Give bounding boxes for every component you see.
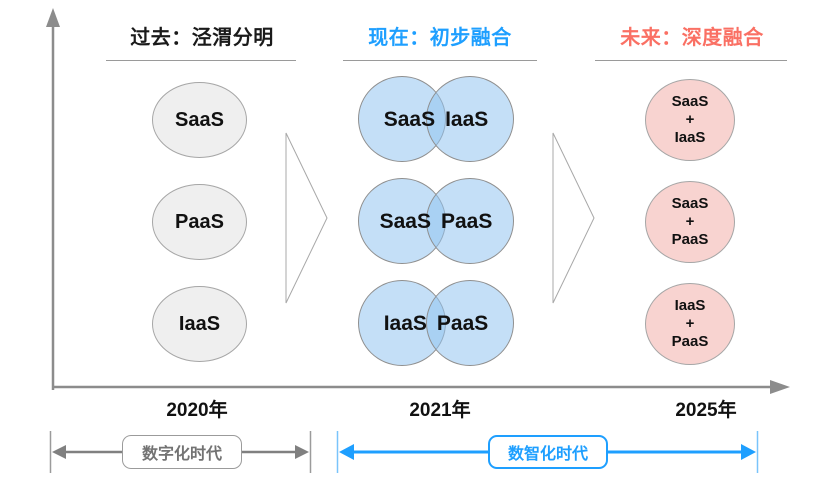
- venn-label-right: IaaS: [445, 108, 489, 131]
- year-label-2021: 2021年: [409, 400, 471, 421]
- merged-line-2: PaaS: [671, 333, 709, 350]
- venn-pair-iaas-paas: IaaS PaaS: [358, 280, 514, 368]
- merged-label: SaaS + IaaS: [672, 93, 709, 147]
- digital-intelligence-era-arrowhead-left-icon: [339, 444, 354, 460]
- digital-intelligence-era-box: 数智化时代: [488, 435, 608, 469]
- column-header-present: 现在：初步融合: [368, 27, 512, 49]
- venn-pair-label: IaaS PaaS: [358, 280, 514, 368]
- merged-line-plus: +: [685, 315, 695, 332]
- merged-line-2: PaaS: [671, 231, 709, 248]
- merged-line-1: SaaS: [671, 195, 709, 212]
- transition-triangle-right-icon: [552, 132, 595, 304]
- column-header-past: 过去：泾渭分明: [130, 27, 274, 49]
- venn-label-left: SaaS: [383, 108, 436, 131]
- digital-era-arrowhead-right-icon: [295, 445, 309, 459]
- merged-line-2: IaaS: [674, 129, 706, 146]
- venn-label-left: SaaS: [379, 210, 431, 233]
- past-circle-saas: SaaS: [152, 82, 247, 158]
- future-circle-iaas-paas: IaaS + PaaS: [645, 283, 735, 365]
- transition-triangle-left-icon: [285, 132, 328, 304]
- future-circle-saas-iaas: SaaS + IaaS: [645, 79, 735, 161]
- venn-pair-label: SaaS IaaS: [358, 76, 514, 164]
- x-axis-arrowhead-icon: [770, 380, 790, 394]
- venn-circle-right: [426, 280, 514, 366]
- digital-intelligence-era-arrowhead-right-icon: [741, 444, 756, 460]
- venn-circle-right: [426, 76, 514, 162]
- year-label-2020: 2020年: [166, 400, 228, 421]
- digital-era-arrowhead-left-icon: [52, 445, 66, 459]
- venn-pair-label: SaaS PaaS: [358, 178, 514, 266]
- past-circle-iaas: IaaS: [152, 286, 247, 362]
- digital-era-box: 数字化时代: [122, 435, 242, 469]
- merged-line-1: IaaS: [674, 297, 706, 314]
- venn-label-right: PaaS: [441, 210, 493, 233]
- year-label-2025: 2025年: [675, 400, 737, 421]
- merged-label: SaaS + PaaS: [672, 195, 709, 249]
- venn-pair-saas-paas: SaaS PaaS: [358, 178, 514, 266]
- merged-line-plus: +: [685, 213, 695, 230]
- merged-line-plus: +: [685, 111, 695, 128]
- future-circle-saas-paas: SaaS + PaaS: [645, 181, 735, 263]
- venn-pair-saas-iaas: SaaS IaaS: [358, 76, 514, 164]
- venn-label-right: PaaS: [436, 312, 489, 335]
- venn-label-left: IaaS: [383, 312, 427, 335]
- venn-circle-right: [426, 178, 514, 264]
- merged-label: IaaS + PaaS: [672, 297, 709, 351]
- column-header-future: 未来：深度融合: [620, 27, 764, 49]
- y-axis-arrowhead-icon: [46, 8, 60, 27]
- merged-line-1: SaaS: [671, 93, 709, 110]
- past-circle-paas: PaaS: [152, 184, 247, 260]
